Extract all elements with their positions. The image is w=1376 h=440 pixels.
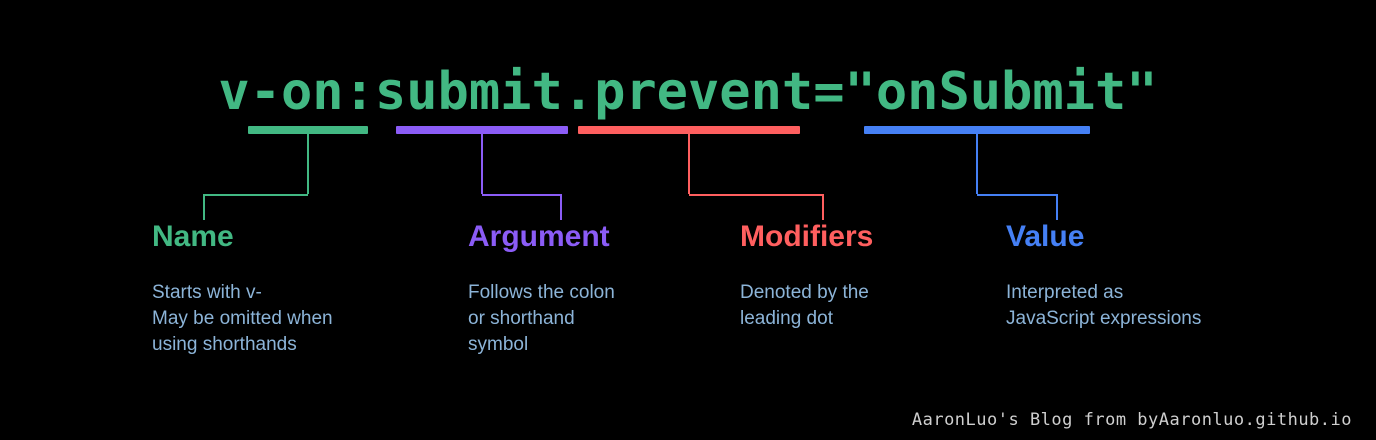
segment-description-argument: Follows the colon or shorthand symbol: [468, 282, 615, 355]
connector-drop-upper-value: [976, 134, 978, 194]
connector-drop-lower-argument: [560, 194, 562, 220]
segment-description-name: Starts with v- May be omitted when using…: [152, 282, 333, 355]
segment-title-name: Name: [152, 220, 234, 253]
connector-drop-upper-argument: [481, 134, 483, 194]
segment-description-modifiers: Denoted by the leading dot: [740, 282, 869, 329]
segment-description-value: Interpreted as JavaScript expressions: [1006, 282, 1202, 329]
segment-bar-name: [248, 126, 368, 134]
segment-bar-value: [864, 126, 1090, 134]
connector-run-value: [977, 194, 1057, 196]
connector-drop-lower-name: [203, 194, 205, 220]
footer-watermark: AaronLuo's Blog from byAaronluo.github.i…: [911, 410, 1352, 430]
code-expression: v-on:submit.prevent="onSubmit": [218, 62, 1158, 122]
segment-title-modifiers: Modifiers: [740, 220, 874, 253]
segment-title-value: Value: [1006, 220, 1085, 253]
segment-bar-modifiers: [578, 126, 800, 134]
connector-drop-lower-modifiers: [822, 194, 824, 220]
connector-drop-lower-value: [1056, 194, 1058, 220]
connector-drop-upper-modifiers: [688, 134, 690, 194]
connector-drop-upper-name: [307, 134, 309, 194]
connector-run-name: [204, 194, 308, 196]
connector-run-argument: [482, 194, 561, 196]
segment-bar-argument: [396, 126, 568, 134]
connector-run-modifiers: [689, 194, 823, 196]
segment-title-argument: Argument: [468, 220, 610, 253]
